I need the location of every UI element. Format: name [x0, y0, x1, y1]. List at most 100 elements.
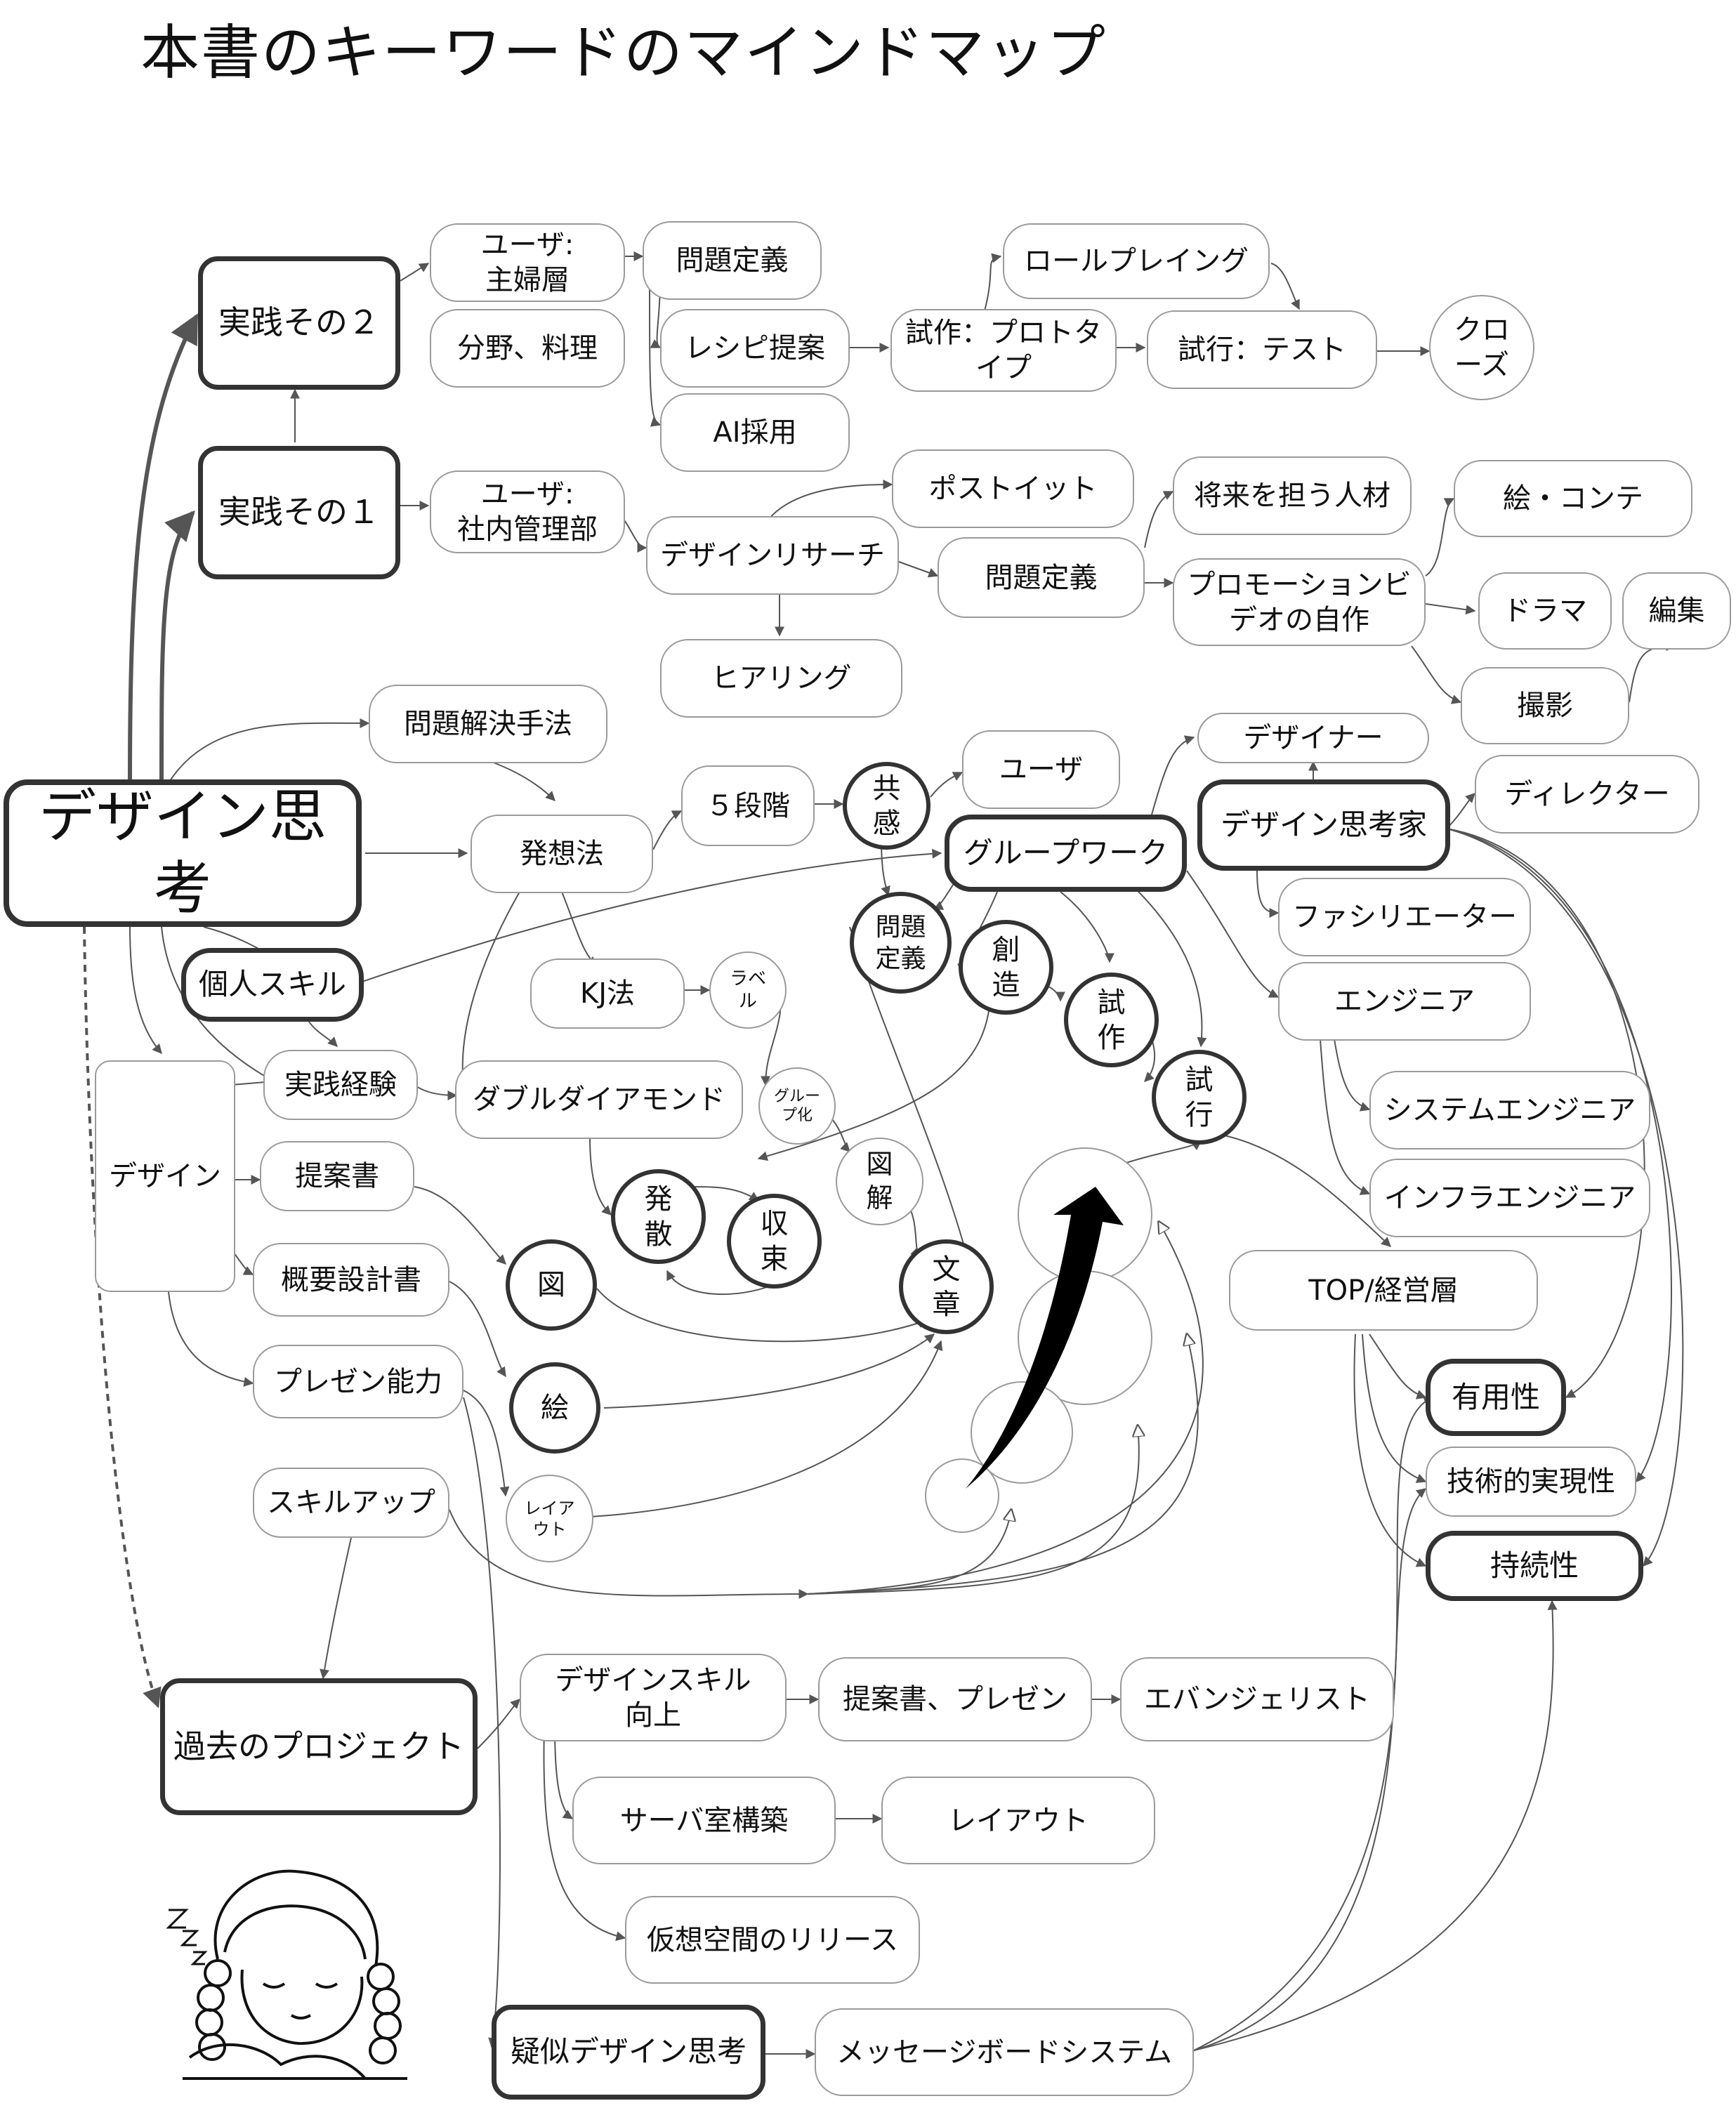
node-layout: レイアウト	[881, 1777, 1155, 1864]
edge-group-engineer	[1186, 870, 1280, 998]
growth-arrow	[966, 1187, 1124, 1489]
edge-skill-to-circle4	[807, 1222, 1204, 1595]
node-top-mgmt: TOP/経営層	[1229, 1250, 1538, 1331]
edge-promo-drama	[1425, 603, 1476, 615]
node-problem-def-3: 問題 定義	[850, 892, 952, 994]
node-user-housewife: ユーザ: 主婦層	[430, 223, 625, 302]
node-editing: 編集	[1622, 572, 1731, 650]
node-design-research: デザインリサーチ	[646, 516, 899, 595]
edge-thinker-sustain	[1446, 828, 1684, 1567]
edge-group-designer	[1151, 735, 1195, 815]
edge-figure-sentence	[596, 1288, 928, 1343]
node-design-skill-up: デザインスキル 向上	[520, 1654, 787, 1741]
node-layout-small: レイア ウト	[506, 1475, 593, 1562]
edge-practical-double	[414, 1084, 458, 1100]
node-problem-solving: 問題解決手法	[369, 685, 607, 763]
node-skill-up: スキルアップ	[253, 1468, 449, 1538]
edge-personal-practical	[308, 1021, 338, 1047]
node-trial-make: 試 作	[1064, 973, 1159, 1067]
edge-promo-storyboard	[1425, 498, 1455, 577]
node-server-room: サーバ室構築	[572, 1777, 836, 1864]
node-post-it: ポストイット	[892, 449, 1134, 528]
node-convergence: 収 束	[727, 1194, 822, 1289]
node-ai-adoption: AI採用	[660, 393, 850, 472]
node-close: クロ ーズ	[1429, 295, 1534, 400]
edge-problem-ai	[649, 284, 662, 427]
node-empathy: 共 感	[843, 762, 931, 850]
node-usefulness: 有用性	[1426, 1359, 1566, 1436]
edge-message-sustain	[1193, 1600, 1558, 2051]
node-problem-def-1: 問題定義	[643, 221, 822, 300]
edge-promo-filming	[1411, 645, 1462, 704]
edge-research-problem	[898, 561, 939, 578]
edge-double-divergence	[589, 1137, 612, 1216]
edge-research-postit	[765, 480, 893, 524]
edge-ideation-double	[457, 891, 520, 1086]
node-feasibility: 技術的実現性	[1426, 1447, 1636, 1517]
edge-group-trialrun	[1116, 870, 1207, 1048]
edge-skill-to-circle2	[807, 1425, 1139, 1595]
node-design-thinker: デザイン思考家	[1197, 779, 1450, 871]
node-facilitator: ファシリエーター	[1278, 878, 1531, 956]
node-label: ラベ ル	[709, 951, 787, 1029]
edge-thinker-feasibility	[1446, 828, 1672, 1483]
node-filming: 撮影	[1461, 667, 1629, 744]
edge-creation-divergence	[757, 1000, 991, 1161]
node-sentence: 文 章	[899, 1239, 994, 1334]
edge-filming-editing	[1629, 641, 1676, 703]
node-recipe-proposal: レシピ提案	[660, 309, 850, 388]
node-divergence: 発 散	[611, 1169, 706, 1264]
node-personal-skill: 個人スキル	[181, 948, 364, 1022]
node-creation: 創 造	[959, 920, 1053, 1015]
node-kj-method: KJ法	[530, 959, 685, 1029]
node-ideation: 発想法	[471, 815, 653, 893]
node-design-thinking: デザイン思考	[4, 779, 362, 927]
node-practical-exp: 実践経験	[263, 1050, 418, 1120]
node-presentation: プレゼン能力	[253, 1345, 463, 1418]
node-problem-def-2: 問題定義	[938, 537, 1145, 618]
edge-group-trialmake	[1060, 891, 1114, 963]
node-pseudo-design: 疑似デザイン思考	[492, 2005, 765, 2100]
edge-trialmake-trialrun	[1144, 1039, 1156, 1082]
edge-skill-to-circle3	[807, 1334, 1199, 1595]
edge-role-trial	[1270, 263, 1300, 310]
node-prototype: 試作：プロトタ イプ	[890, 309, 1117, 392]
node-system-engineer: システムエンジニア	[1369, 1071, 1650, 1149]
edge-root-practice1	[159, 510, 195, 780]
node-hearing: ヒアリング	[660, 639, 902, 718]
node-grouping: グルー プ化	[758, 1067, 836, 1145]
node-director: ディレクター	[1475, 755, 1699, 834]
node-outline-design: 概要設計書	[253, 1243, 449, 1317]
edge-outline-picture	[449, 1281, 506, 1378]
node-proposal-doc: 提案書	[260, 1141, 414, 1211]
edge-engineer-system	[1334, 1039, 1371, 1112]
node-practice1: 実践その１	[198, 446, 400, 579]
node-double-diamond: ダブルダイアモンド	[455, 1060, 743, 1139]
page-title: 本書のキーワードのマインドマップ	[140, 18, 1107, 87]
edge-solving-ideation	[491, 761, 555, 801]
node-virtual-space: 仮想空間のリリース	[625, 1896, 920, 1984]
growth-circle-1	[925, 1458, 999, 1533]
edge-layout-sentence	[589, 1340, 943, 1517]
edge-root-past	[83, 926, 162, 1708]
node-promo-video: プロモーションビ デオの自作	[1173, 558, 1426, 646]
edge-skill-virtual	[543, 1727, 626, 1942]
edge-top-feasibility	[1362, 1333, 1427, 1483]
edge-p2-user	[400, 263, 430, 282]
node-infra-engineer: インフラエンジニア	[1369, 1159, 1650, 1237]
node-engineer: エンジニア	[1278, 962, 1531, 1041]
node-evangelist: エバンジェリスト	[1120, 1657, 1394, 1741]
edge-personal-group	[357, 848, 942, 984]
edge-trialrun-top	[1193, 1130, 1392, 1247]
node-drama: ドラマ	[1478, 572, 1612, 650]
edge-picture-sentence	[603, 1333, 935, 1409]
edge-proto-role	[982, 253, 1002, 317]
edge-message-feasibility	[1193, 1488, 1427, 2051]
node-user-internal: ユーザ: 社内管理部	[430, 470, 625, 553]
node-field-cooking: 分野、料理	[430, 309, 625, 388]
edge-top-usefulness	[1369, 1333, 1427, 1399]
edge-presen-pseudo	[463, 1397, 501, 2048]
node-design: デザイン	[95, 1060, 235, 1292]
node-user: ユーザ	[962, 730, 1120, 809]
